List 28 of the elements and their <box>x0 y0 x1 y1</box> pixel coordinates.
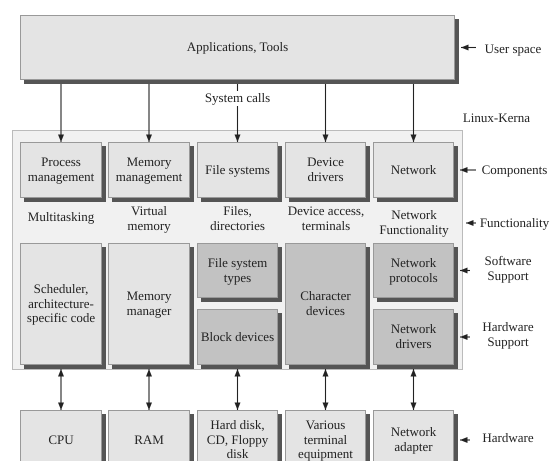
arrow <box>460 267 470 274</box>
arrow <box>460 166 476 174</box>
arrow <box>146 84 152 142</box>
arrow <box>234 84 241 142</box>
side-label: Hardware <box>472 429 544 447</box>
arrow <box>146 369 152 410</box>
functionality-label: Multitasking <box>26 210 96 225</box>
arrow <box>234 369 241 410</box>
arrow <box>58 369 64 410</box>
arrow <box>460 334 470 340</box>
functionality-label: Files, directories <box>209 204 266 234</box>
functionality-label: Device access, terminals <box>286 204 366 234</box>
arrow <box>322 84 329 142</box>
side-label: Components <box>478 161 551 179</box>
arrow <box>322 369 329 410</box>
side-label: Network Functionality <box>368 206 460 240</box>
arrow <box>410 84 417 142</box>
panel-title: Linux-Kerna <box>462 111 530 126</box>
side-label: User space <box>478 40 548 58</box>
side-label: Functionality <box>478 214 551 232</box>
arrow <box>466 220 476 226</box>
side-label: Hardware Support <box>472 318 544 352</box>
functionality-label: Virtual memory <box>126 204 172 234</box>
arrow <box>461 44 476 51</box>
arrow <box>58 84 64 142</box>
side-label: Software Support <box>472 252 544 286</box>
arrow <box>410 369 417 410</box>
arrow <box>460 436 470 444</box>
